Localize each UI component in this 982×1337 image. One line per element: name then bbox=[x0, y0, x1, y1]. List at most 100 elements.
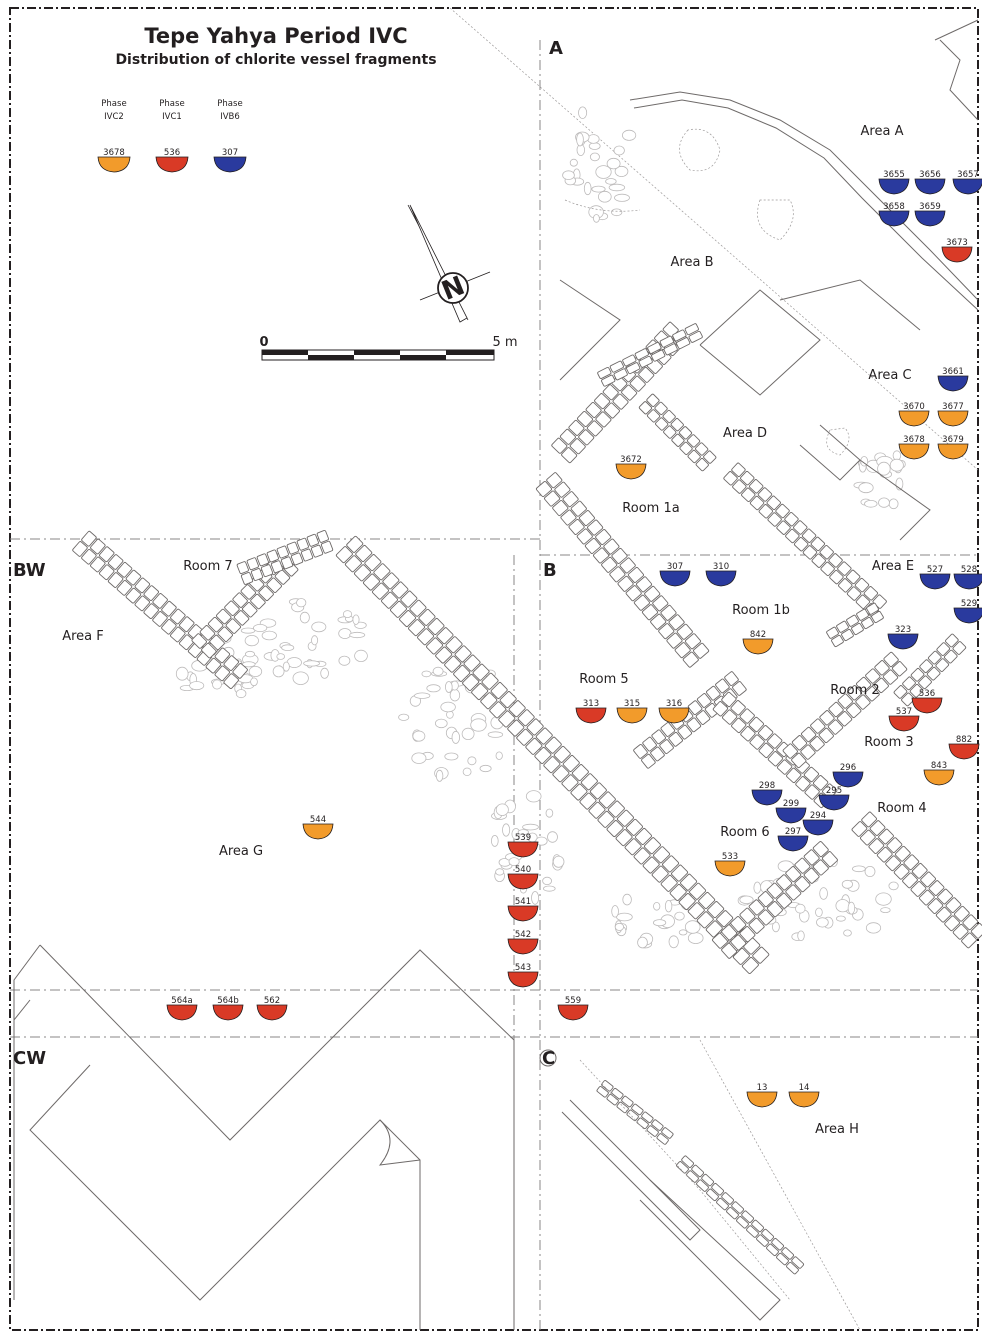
legend-item-ivb6: Phase IVB6 307 bbox=[213, 99, 247, 173]
fragment-marker: 529 bbox=[953, 599, 982, 624]
fragment-marker: 3677 bbox=[937, 402, 969, 427]
fragment-marker: 3672 bbox=[615, 455, 647, 480]
fragment-id-label: 562 bbox=[264, 996, 280, 1006]
fragment-marker: 323 bbox=[887, 625, 919, 650]
bowl-icon-ivc1 bbox=[155, 156, 189, 173]
vessel-bowl-icon bbox=[256, 1004, 288, 1021]
fragment-id-label: 882 bbox=[956, 735, 972, 745]
legend-phase-word: Phase bbox=[217, 99, 242, 109]
fragment-marker: 544 bbox=[302, 815, 334, 840]
fragment-marker: 307 bbox=[659, 562, 691, 587]
fragment-id-label: 3679 bbox=[942, 435, 964, 445]
fragment-marker: 540 bbox=[507, 865, 539, 890]
fragment-id-label: 297 bbox=[785, 827, 801, 837]
legend-phase-code: IVC2 bbox=[104, 112, 124, 122]
label-room-2: Room 2 bbox=[830, 683, 879, 698]
vessel-bowl-icon bbox=[937, 410, 969, 427]
fragment-id-label: 3670 bbox=[903, 402, 925, 412]
fragment-marker: 528 bbox=[953, 565, 982, 590]
section-label-b: B bbox=[543, 560, 557, 581]
fragment-id-label: 543 bbox=[515, 963, 531, 973]
legend-item-ivc1: Phase IVC1 536 bbox=[155, 99, 189, 173]
fragment-id-label: 529 bbox=[961, 599, 977, 609]
legend-sample-id: 307 bbox=[222, 148, 238, 158]
fragment-id-label: 564b bbox=[217, 996, 239, 1006]
fragment-marker: 541 bbox=[507, 897, 539, 922]
fragment-id-label: 294 bbox=[810, 811, 826, 821]
vessel-bowl-icon bbox=[659, 570, 691, 587]
section-label-a: A bbox=[549, 38, 563, 59]
vessel-bowl-icon bbox=[507, 938, 539, 955]
fragment-id-label: 559 bbox=[565, 996, 581, 1006]
fragment-id-label: 564a bbox=[171, 996, 192, 1006]
fragment-marker: 843 bbox=[923, 761, 955, 786]
fragment-marker: 313 bbox=[575, 699, 607, 724]
fragment-id-label: 307 bbox=[667, 562, 683, 572]
fragment-marker: 315 bbox=[616, 699, 648, 724]
fragment-marker: 562 bbox=[256, 996, 288, 1021]
fragment-marker: 13 bbox=[746, 1083, 778, 1108]
vessel-bowl-icon bbox=[953, 607, 982, 624]
fragment-id-label: 13 bbox=[757, 1083, 768, 1093]
vessel-bowl-icon bbox=[658, 707, 690, 724]
vessel-bowl-icon bbox=[818, 794, 850, 811]
fragment-marker: 3658 bbox=[878, 202, 910, 227]
label-room-5: Room 5 bbox=[579, 672, 628, 687]
vessel-bowl-icon bbox=[898, 443, 930, 460]
vessel-bowl-icon bbox=[919, 573, 951, 590]
vessel-bowl-icon bbox=[923, 769, 955, 786]
section-label-bw: BW bbox=[13, 560, 46, 581]
wall-outlines bbox=[13, 19, 979, 1330]
legend-phase-word: Phase bbox=[101, 99, 126, 109]
label-area-h: Area H bbox=[815, 1122, 859, 1137]
fragment-id-label: 540 bbox=[515, 865, 531, 875]
fragment-marker: 842 bbox=[742, 630, 774, 655]
label-room-3: Room 3 bbox=[864, 735, 913, 750]
vessel-bowl-icon bbox=[941, 246, 973, 263]
fragment-marker: 3659 bbox=[914, 202, 946, 227]
fragment-marker: 542 bbox=[507, 930, 539, 955]
legend-item-ivc2: Phase IVC2 3678 bbox=[97, 99, 131, 173]
legend: Phase IVC2 3678 Phase IVC1 536 Phase IVB… bbox=[97, 99, 247, 173]
label-area-f: Area F bbox=[62, 629, 104, 644]
label-room-1a: Room 1a bbox=[622, 501, 679, 516]
fragment-id-label: 533 bbox=[722, 852, 738, 862]
fragment-marker: 527 bbox=[919, 565, 951, 590]
vessel-bowl-icon bbox=[898, 410, 930, 427]
label-room-1b: Room 1b bbox=[732, 603, 790, 618]
label-area-b: Area B bbox=[671, 255, 714, 270]
fragment-marker: 3673 bbox=[941, 238, 973, 263]
fragment-id-label: 298 bbox=[759, 781, 775, 791]
bowl-icon-ivb6 bbox=[213, 156, 247, 173]
fragment-id-label: 3656 bbox=[919, 170, 941, 180]
fragment-marker: 3656 bbox=[914, 170, 946, 195]
fragment-id-label: 527 bbox=[927, 565, 943, 575]
fragment-marker: 296 bbox=[832, 763, 864, 788]
fragment-id-label: 3673 bbox=[946, 238, 968, 248]
fragment-marker: 536 bbox=[911, 689, 943, 714]
legend-sample-id: 3678 bbox=[103, 148, 125, 158]
vessel-bowl-icon bbox=[832, 771, 864, 788]
mudbrick-walls bbox=[72, 321, 982, 1275]
fragment-id-label: 3658 bbox=[883, 202, 905, 212]
label-area-a: Area A bbox=[861, 124, 904, 139]
vessel-bowl-icon bbox=[742, 638, 774, 655]
scale-end-label: 5 m bbox=[492, 335, 517, 350]
vessel-bowl-icon bbox=[507, 841, 539, 858]
map-title: Tepe Yahya Period IVC bbox=[144, 24, 407, 48]
vessel-bowl-icon bbox=[937, 375, 969, 392]
vessel-bowl-icon bbox=[507, 971, 539, 988]
vessel-bowl-icon bbox=[775, 807, 807, 824]
fragment-marker: 298 bbox=[751, 781, 783, 806]
vessel-bowl-icon bbox=[212, 1004, 244, 1021]
fragment-marker: 3670 bbox=[898, 402, 930, 427]
label-area-g: Area G bbox=[219, 844, 263, 859]
fragment-id-label: 537 bbox=[896, 707, 912, 717]
fragment-id-label: 299 bbox=[783, 799, 799, 809]
fragment-id-label: 315 bbox=[624, 699, 640, 709]
bowl-icon-ivc2 bbox=[97, 156, 131, 173]
vessel-bowl-icon bbox=[777, 835, 809, 852]
vessel-bowl-icon bbox=[911, 697, 943, 714]
vessel-bowl-icon bbox=[914, 178, 946, 195]
